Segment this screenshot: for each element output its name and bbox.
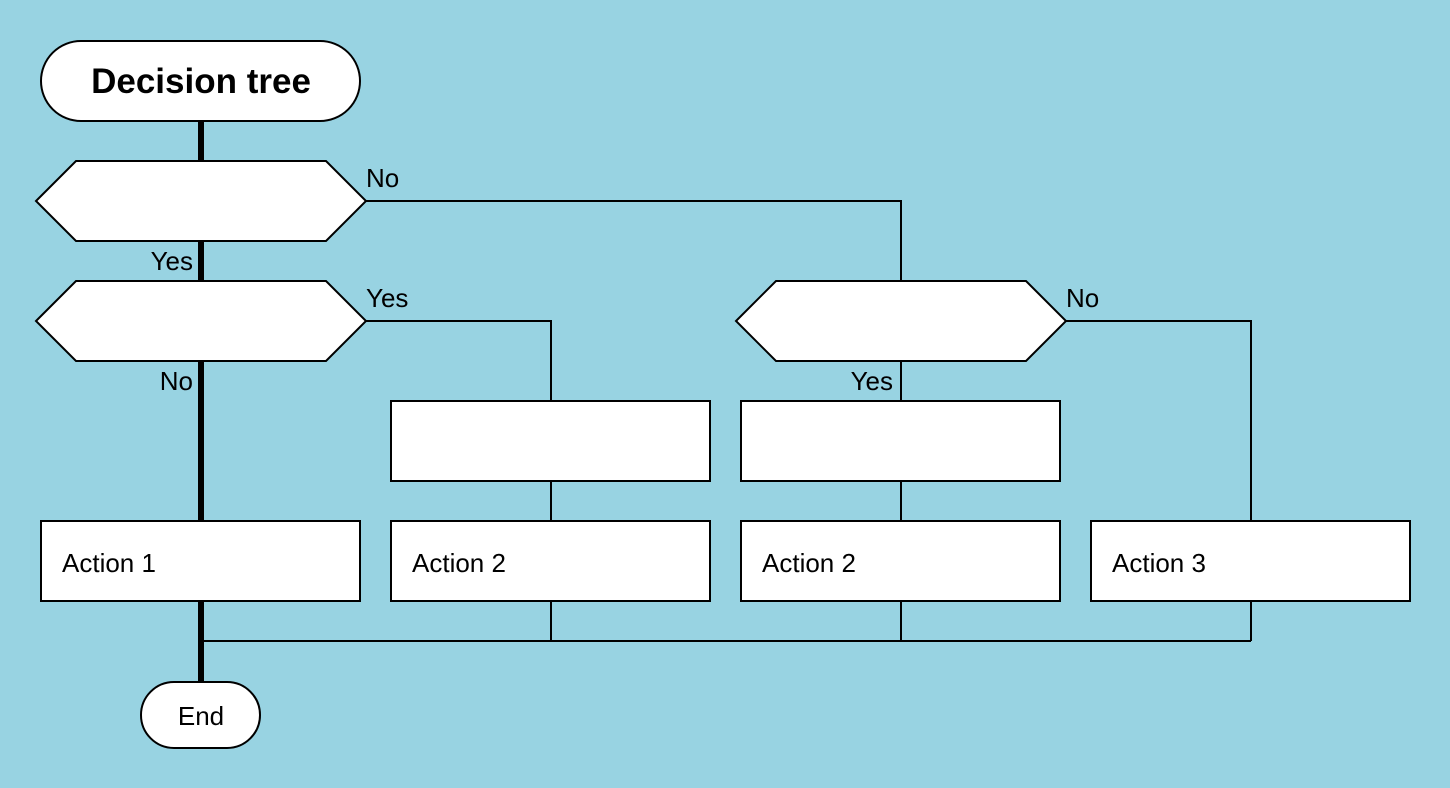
action-box-1 bbox=[40, 520, 361, 602]
connector-d3-no-to-action-3 bbox=[1066, 320, 1252, 521]
action-label-1: Action 1 bbox=[62, 548, 156, 578]
edge-label-d2-yes: Yes bbox=[366, 283, 408, 313]
end-terminator bbox=[140, 681, 261, 749]
decision-2 bbox=[34, 280, 368, 362]
action-box-2b bbox=[740, 520, 1061, 602]
action-box-3 bbox=[1090, 520, 1411, 602]
edge-label-d2-no: No bbox=[160, 366, 193, 396]
decision-3 bbox=[734, 280, 1068, 362]
edge-label-d3-no: No bbox=[1066, 283, 1099, 313]
edge-label-d1-yes: Yes bbox=[151, 246, 193, 276]
action-box-2a bbox=[390, 520, 711, 602]
start-terminator bbox=[40, 40, 361, 122]
edge-label-d3-yes: Yes bbox=[851, 366, 893, 396]
process-box-a bbox=[390, 400, 711, 482]
connector-d1-no-to-d3 bbox=[366, 200, 902, 281]
end-label: End bbox=[178, 701, 224, 731]
diagram-title: Decision tree bbox=[91, 62, 311, 101]
action-label-2a: Action 2 bbox=[412, 548, 506, 578]
connector-d2-yes-to-box-a bbox=[366, 320, 552, 401]
edge-label-d1-no: No bbox=[366, 163, 399, 193]
action-label-2b: Action 2 bbox=[762, 548, 856, 578]
action-label-3: Action 3 bbox=[1112, 548, 1206, 578]
process-box-b bbox=[740, 400, 1061, 482]
decision-1 bbox=[34, 160, 368, 242]
